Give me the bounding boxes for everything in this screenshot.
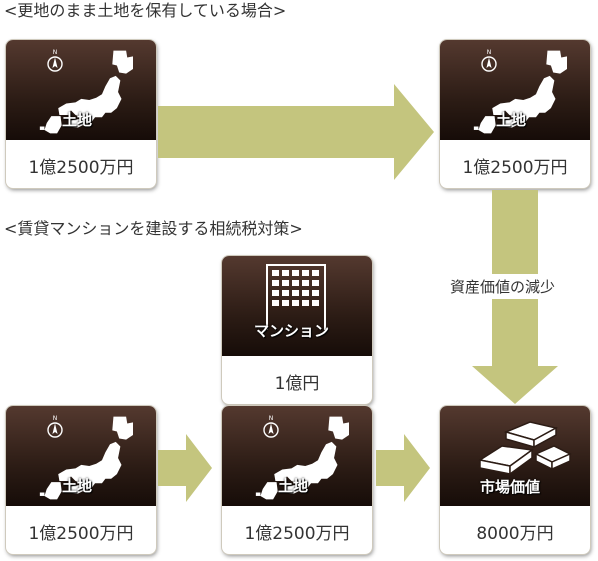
icon-label: マンション bbox=[254, 322, 330, 340]
price-value: 1億円 bbox=[274, 374, 320, 394]
land-card: 土地 1億2500万円 bbox=[6, 40, 156, 188]
price-value: 1億2500万円 bbox=[28, 524, 134, 544]
arrow-right bbox=[376, 434, 430, 502]
icon-label: 土地 bbox=[496, 111, 527, 129]
land-card: 土地 1億2500万円 bbox=[440, 40, 590, 188]
land-card: 土地 1億2500万円 bbox=[222, 406, 372, 554]
arrow-right bbox=[158, 434, 212, 502]
icon-label: 市場価値 bbox=[480, 478, 541, 496]
market-value-card: 市場価値 8000万円 bbox=[440, 406, 590, 554]
section-heading-vacant-land: <更地のまま土地を保有している場合> bbox=[4, 1, 287, 20]
price-value: 1億2500万円 bbox=[28, 158, 134, 178]
price-value: 1億2500万円 bbox=[462, 158, 568, 178]
asset-value-decrease-label: 資産価値の減少 bbox=[446, 274, 560, 299]
icon-label: 土地 bbox=[278, 477, 309, 495]
land-card: 土地 1億2500万円 bbox=[6, 406, 156, 554]
price-value: 8000万円 bbox=[476, 524, 554, 544]
mansion-card: マンション 1億円 bbox=[222, 256, 372, 404]
icon-label: 土地 bbox=[62, 111, 93, 129]
stacked-blocks-icon bbox=[478, 421, 572, 476]
section-heading-rental-mansion: <賃貸マンションを建設する相続税対策> bbox=[4, 219, 303, 238]
building-icon bbox=[266, 264, 326, 330]
arrow-right bbox=[158, 84, 434, 180]
price-value: 1億2500万円 bbox=[244, 524, 350, 544]
icon-label: 土地 bbox=[62, 477, 93, 495]
